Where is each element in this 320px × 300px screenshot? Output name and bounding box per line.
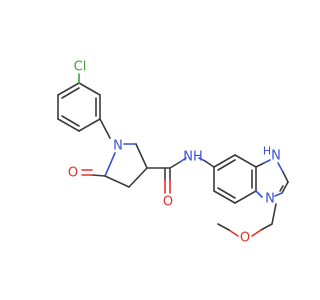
lactam-co-bond-a — [91, 174, 106, 177]
amide-n-bond-d — [204, 160, 215, 168]
amide-n-bond-b — [179, 157, 187, 163]
structure-svg: Cl N O O NH H N N O — [57, 60, 289, 246]
nh-amide-label: NH — [183, 150, 203, 165]
o-me-bond-b — [217, 223, 230, 231]
aryl-n-bond — [99, 118, 111, 139]
pyrrolidinone-ring — [104, 143, 148, 188]
molecule-diagram: Cl N O O NH H N N O — [57, 59, 289, 246]
amide-n-bond-c — [198, 157, 206, 162]
amide-n-bond-a — [169, 161, 181, 169]
o-amide-label: O — [163, 195, 173, 210]
chlorophenyl-ring — [57, 82, 101, 132]
o-lactam-label: O — [68, 166, 78, 181]
n-imidazole-bottom-label: N — [265, 192, 275, 207]
o-ether-label: O — [240, 231, 250, 246]
ch2-o-bond-a — [260, 223, 273, 231]
imidazole-ring — [255, 159, 289, 198]
ch2-o-bond-b — [251, 229, 262, 237]
h-imidazole-label: H — [263, 145, 271, 158]
benzimidazole-benzene — [213, 154, 257, 204]
n-imidazole-top-label: N — [271, 149, 281, 164]
n-ring-label: N — [113, 139, 123, 154]
ch2-bond — [271, 203, 277, 225]
atom-labels: Cl N O O NH H N N O — [68, 60, 281, 246]
cl-label: Cl — [74, 60, 87, 75]
o-me-bond-a — [228, 229, 239, 237]
